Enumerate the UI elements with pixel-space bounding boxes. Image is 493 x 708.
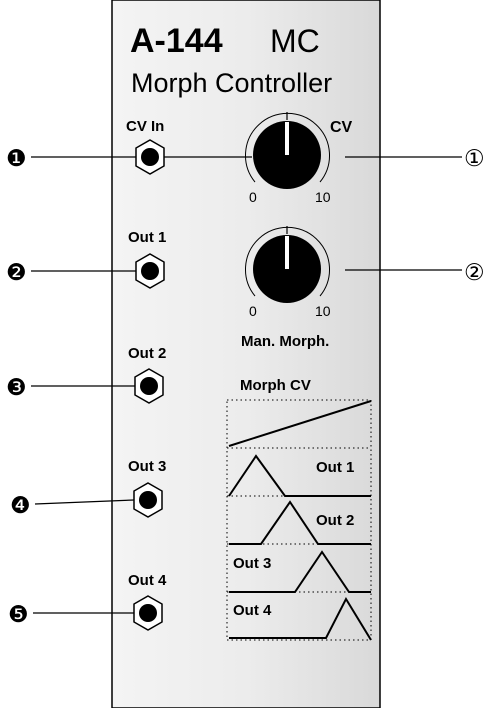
knob-scale-max: 10 (315, 189, 331, 205)
out-4-envelope (229, 596, 372, 641)
knob-scale-min: 0 (249, 189, 257, 205)
callout-marker: ❺ (8, 601, 29, 627)
jack-label: Out 4 (128, 572, 167, 589)
callout-marker: ① (464, 145, 485, 171)
front-panel (111, 0, 381, 708)
jack-socket (141, 148, 159, 166)
morph-cv-ramp (228, 400, 372, 447)
diagram-row-label: Out 3 (233, 555, 271, 572)
knob-man-morph[interactable] (245, 226, 330, 303)
jack-socket (141, 262, 159, 280)
jack-out-4[interactable]: Out 4 (128, 572, 167, 631)
module-name: Morph Controller (131, 68, 332, 98)
module-short-name: MC (270, 23, 320, 59)
knob-label: CV (330, 119, 353, 136)
jack-socket (140, 377, 158, 395)
callout-marker: ❶ (6, 145, 27, 171)
jack-label: Out 1 (128, 229, 166, 246)
out-2-envelope (229, 500, 371, 545)
out-1-envelope (228, 454, 371, 497)
jack-out-1[interactable]: Out 1 (128, 229, 166, 289)
knob-label: Man. Morph. (241, 333, 329, 350)
callout-marker: ❷ (6, 259, 27, 285)
callout-marker: ❹ (10, 492, 31, 518)
jack-label: Out 2 (128, 345, 166, 362)
callout-marker: ❸ (6, 374, 27, 400)
out-3-envelope (229, 550, 371, 593)
jack-cv-in[interactable]: CV In (126, 118, 165, 175)
diagram-row-label: Out 1 (316, 459, 354, 476)
module-model: A-144 (130, 22, 223, 60)
callout-marker: ② (464, 259, 485, 285)
callout-line (34, 499, 135, 505)
jack-socket (139, 491, 157, 509)
diagram-frame (226, 399, 372, 641)
jack-label: Out 3 (128, 458, 166, 475)
jack-socket (139, 604, 157, 622)
jack-out-2[interactable]: Out 2 (128, 345, 166, 404)
diagram-row-label: Out 4 (233, 602, 272, 619)
knob-cv[interactable] (245, 112, 330, 189)
jack-label: CV In (126, 118, 164, 135)
knob-scale-min: 0 (249, 303, 257, 319)
diagram-row-label: Out 2 (316, 512, 354, 529)
diagram-title: Morph CV (240, 377, 311, 394)
knob-scale-max: 10 (315, 303, 331, 319)
jack-out-3[interactable]: Out 3 (128, 458, 166, 518)
